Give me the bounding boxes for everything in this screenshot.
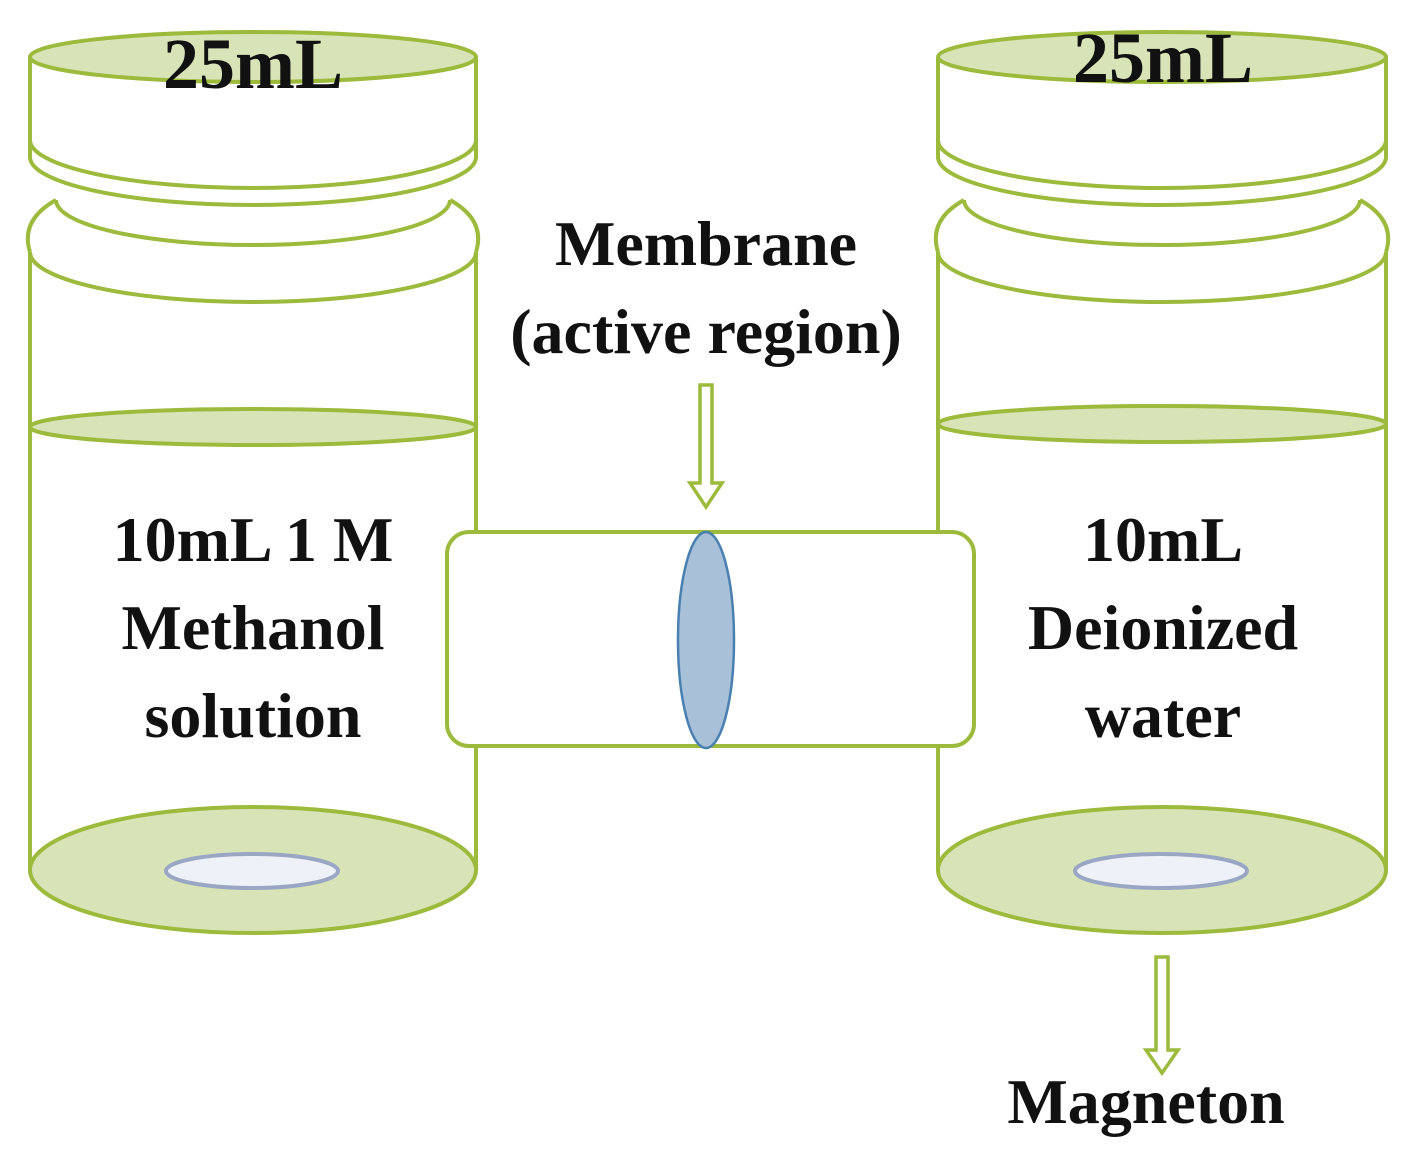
right-bottle-cap-top bbox=[936, 30, 1388, 84]
left-bottle-content-line-1: 10mL 1 M bbox=[112, 504, 394, 575]
right-bottle-content-label: 10mL Deionized water bbox=[980, 496, 1346, 760]
left-bottle-cap-top bbox=[28, 30, 478, 84]
left-bottle bbox=[25, 30, 481, 935]
right-bottle-volume-label: 25mL bbox=[1073, 18, 1253, 98]
right-bottle bbox=[933, 30, 1391, 935]
membrane-label-line-1: Membrane bbox=[554, 208, 858, 279]
magneton-label: Magneton bbox=[1007, 1066, 1285, 1137]
left-bottle-rim bbox=[28, 251, 478, 304]
membrane-disc bbox=[676, 530, 736, 750]
right-bottle-liquid-surface bbox=[936, 404, 1388, 444]
right-bottle-rim bbox=[936, 251, 1388, 304]
left-bottle-content-line-2: Methanol bbox=[121, 592, 385, 663]
left-bottle-content-label: 10mL 1 M Methanol solution bbox=[60, 496, 446, 760]
right-bottle-content-line-3: water bbox=[1084, 680, 1242, 751]
left-bottle-cap bbox=[28, 30, 478, 207]
membrane-arrow bbox=[686, 383, 726, 511]
right-bottle-neck bbox=[933, 198, 1391, 253]
magneton-arrow bbox=[1142, 955, 1182, 1077]
membrane-label-line-2: (active region) bbox=[510, 296, 902, 367]
left-bottle-neck bbox=[25, 198, 481, 253]
left-bottle-content-line-3: solution bbox=[144, 680, 362, 751]
right-bottle-content-line-2: Deionized bbox=[1027, 592, 1299, 663]
left-bottle-liquid-surface bbox=[28, 407, 478, 447]
left-bottle-volume-label: 25mL bbox=[163, 24, 343, 104]
right-bottle-cap bbox=[936, 30, 1388, 207]
right-magnetic-stirrer bbox=[1073, 852, 1249, 890]
membrane-label: Membrane (active region) bbox=[470, 200, 942, 376]
right-bottle-content-line-1: 10mL bbox=[1083, 504, 1243, 575]
left-magnetic-stirrer bbox=[164, 852, 340, 890]
